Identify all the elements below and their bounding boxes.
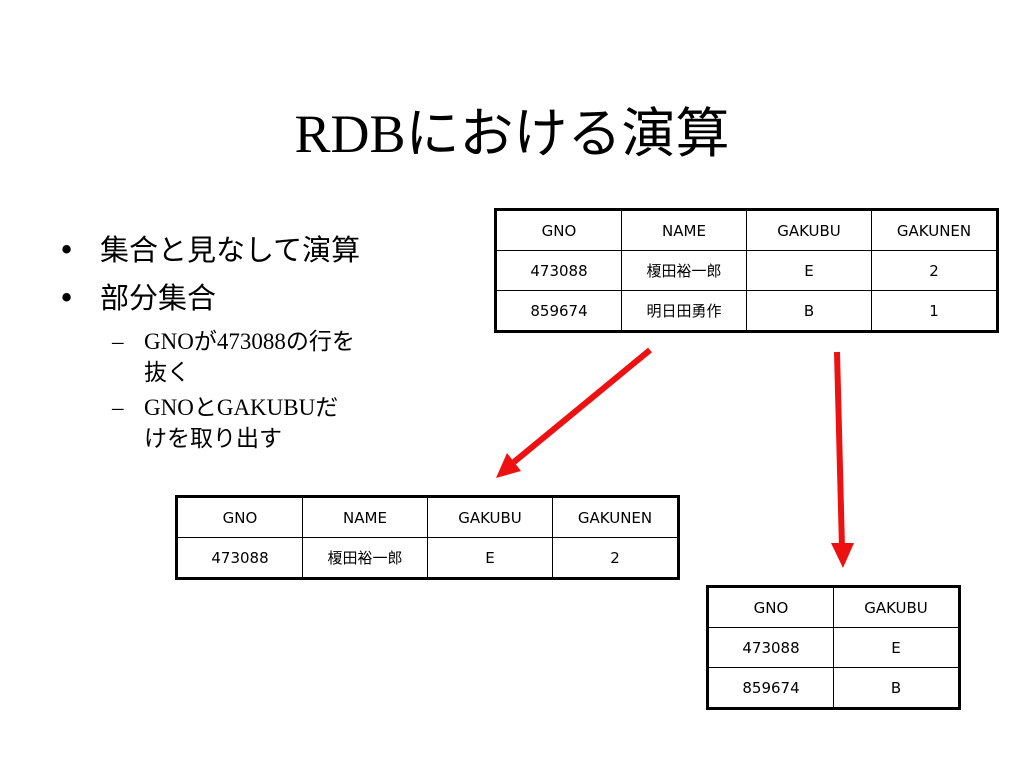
header-cell: GAKUNEN: [552, 496, 679, 538]
sub-bullet-marker: –: [112, 395, 124, 420]
table-row: 473088 榎田裕一郎 E 2: [176, 537, 679, 579]
header-cell: GNO: [176, 496, 303, 538]
bullet-text: 集合と見なして演算: [100, 233, 361, 267]
source-table: GNO NAME GAKUBU GAKUNEN 473088 榎田裕一郎 E 2…: [494, 208, 999, 333]
table-cell: B: [833, 667, 960, 709]
row-selection-table: GNO NAME GAKUBU GAKUNEN 473088 榎田裕一郎 E 2: [175, 495, 680, 580]
table-cell: 2: [871, 250, 998, 291]
table-cell: E: [746, 250, 872, 291]
bullet-item: • 部分集合: [58, 274, 428, 322]
sub-bullet-line: けを取り出す: [144, 426, 282, 451]
header-cell: GNO: [495, 209, 622, 251]
table-header-row: GNO GAKUBU: [707, 586, 960, 628]
arrow-head-icon: [496, 453, 521, 478]
table-cell: B: [746, 290, 872, 332]
table-cell: 明日田勇作: [621, 290, 747, 332]
bullet-item: • 集合と見なして演算: [58, 226, 428, 274]
bullet-marker: •: [58, 233, 76, 267]
table-cell: 473088: [176, 537, 303, 579]
header-cell: GAKUBU: [427, 496, 553, 538]
sub-bullet-line: 抜く: [144, 360, 190, 385]
sub-bullet-item: – GNOとGAKUBUだ けを取り出す: [58, 392, 428, 454]
table-cell: 473088: [707, 627, 834, 668]
bullet-text: 部分集合: [100, 281, 217, 315]
table-cell: E: [833, 627, 960, 668]
table-cell: 1: [871, 290, 998, 332]
table-row: 473088 榎田裕一郎 E 2: [495, 250, 998, 291]
table-row: 473088 E: [707, 627, 960, 668]
projection-table: GNO GAKUBU 473088 E 859674 B: [706, 585, 961, 710]
table-cell: 榎田裕一郎: [302, 537, 428, 579]
header-cell: NAME: [621, 209, 747, 251]
table-row: 859674 B: [707, 667, 960, 709]
table-cell: 859674: [495, 290, 622, 332]
table-header-row: GNO NAME GAKUBU GAKUNEN: [495, 209, 998, 251]
table-header-row: GNO NAME GAKUBU GAKUNEN: [176, 496, 679, 538]
table-cell: 473088: [495, 250, 622, 291]
header-cell: GAKUBU: [833, 586, 960, 628]
sub-bullet-marker: –: [112, 329, 124, 354]
table-cell: 859674: [707, 667, 834, 709]
bullet-list: • 集合と見なして演算 • 部分集合 – GNOが473088の行を 抜く – …: [58, 226, 428, 454]
arrow-to-projection: [834, 351, 845, 549]
header-cell: NAME: [302, 496, 428, 538]
header-cell: GAKUNEN: [871, 209, 998, 251]
table-cell: 2: [552, 537, 679, 579]
slide-title: RDBにおける演算: [294, 104, 730, 164]
sub-bullet-line: GNOとGAKUBUだ: [144, 395, 339, 420]
sub-bullet-line: GNOが473088の行を: [144, 329, 355, 354]
header-cell: GAKUBU: [746, 209, 872, 251]
bullet-marker: •: [58, 281, 76, 315]
header-cell: GNO: [707, 586, 834, 628]
table-row: 859674 明日田勇作 B 1: [495, 290, 998, 332]
sub-bullet-item: – GNOが473088の行を 抜く: [58, 326, 428, 388]
arrow-to-row-selection: [512, 347, 652, 465]
table-cell: E: [427, 537, 553, 579]
table-cell: 榎田裕一郎: [621, 250, 747, 291]
arrow-head-icon: [831, 543, 854, 568]
